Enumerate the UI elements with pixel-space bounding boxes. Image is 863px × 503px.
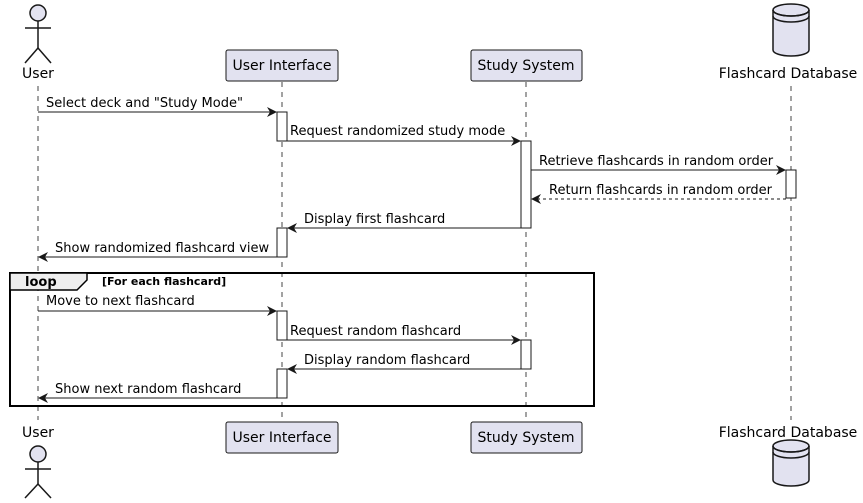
participant-label-flashcard-database: Flashcard Database (719, 66, 858, 82)
message-label: Retrieve flashcards in random order (539, 154, 774, 169)
loop-fragment: loop [For each flashcard] (9, 272, 595, 407)
participant-box-study-system-bottom (470, 421, 583, 454)
activation-bar-sys-2 (520, 339, 532, 370)
actor-user-top (24, 4, 52, 64)
message-label: Show next random flashcard (55, 382, 241, 397)
activation-bar-ui-3 (276, 310, 288, 341)
activation-bar-ui-4 (276, 368, 288, 399)
participant-label-study-system-bottom: Study System (477, 430, 574, 446)
participant-label-study-system: Study System (477, 58, 574, 74)
message-label: Request randomized study mode (290, 124, 505, 139)
participant-label-user: User (22, 66, 54, 82)
loop-keyword: loop (25, 275, 57, 290)
loop-frame (9, 272, 595, 407)
database-icon-bottom (772, 439, 810, 487)
actor-head (29, 445, 47, 463)
database-icon-top (772, 3, 810, 57)
message-label: Return flashcards in random order (549, 183, 773, 198)
message-label: Select deck and "Study Mode" (46, 96, 243, 111)
actor-user-bottom (24, 445, 52, 499)
loop-condition: [For each flashcard] (102, 275, 226, 288)
activation-bar-ui-1 (276, 111, 288, 142)
actor-head (29, 4, 47, 22)
message-label: Request random flashcard (290, 324, 461, 339)
message-label: Move to next flashcard (46, 294, 195, 309)
participant-box-user-interface (225, 49, 339, 82)
participant-label-user-bottom: User (22, 425, 54, 441)
participant-label-user-interface-bottom: User Interface (232, 430, 331, 446)
participant-box-study-system (470, 49, 583, 82)
activation-bar-db-1 (785, 169, 797, 199)
participant-label-flashcard-database-bottom: Flashcard Database (719, 425, 858, 441)
message-label: Display random flashcard (304, 353, 470, 368)
participant-label-user-interface: User Interface (232, 58, 331, 74)
activation-bar-ui-2 (276, 227, 288, 258)
activation-bars (276, 111, 797, 399)
participant-box-user-interface-bottom (225, 421, 339, 454)
loop-tab (9, 272, 88, 291)
messages: Select deck and "Study Mode" Request ran… (38, 96, 786, 403)
participants-bottom: User User Interface Study System Flashca… (22, 421, 858, 499)
participants-top: User User Interface Study System Flashca… (22, 3, 858, 82)
message-label: Show randomized flashcard view (55, 241, 270, 256)
message-label: Display first flashcard (304, 212, 445, 227)
activation-bar-sys-1 (520, 140, 532, 229)
